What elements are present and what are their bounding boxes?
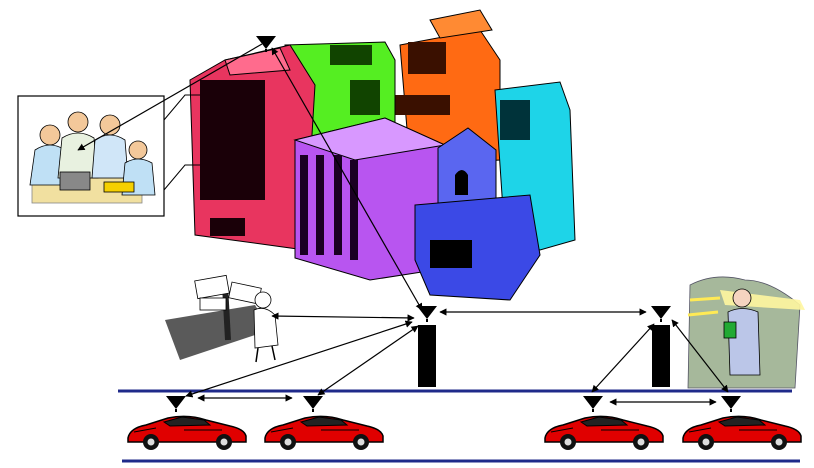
car-1	[128, 396, 246, 450]
car-2	[265, 396, 383, 450]
base-station-2	[651, 306, 671, 387]
lost-pedestrian	[165, 275, 278, 362]
link-car3-station2	[592, 324, 654, 392]
city-buildings	[190, 10, 575, 300]
tunnel-person	[688, 277, 805, 388]
car-4	[683, 396, 801, 450]
base-station-1	[417, 306, 437, 387]
link-pedestrian-station1	[272, 316, 414, 318]
car-3	[545, 396, 663, 450]
office-workers	[18, 96, 164, 216]
